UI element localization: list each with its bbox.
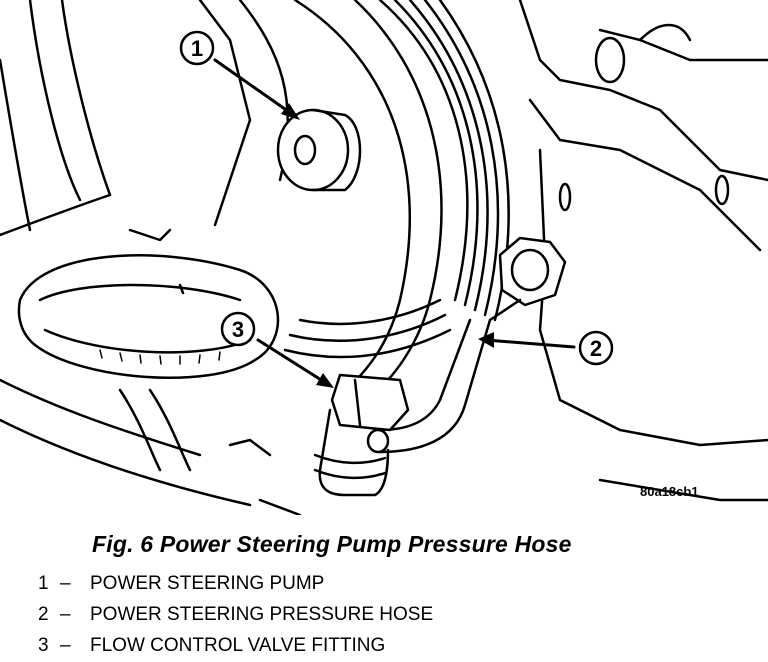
figure-code: 80a18cb1 <box>640 484 699 499</box>
leader-3 <box>256 338 328 385</box>
legend-number: 2 <box>38 604 49 625</box>
legend-number: 1 <box>38 573 49 594</box>
leader-arrows <box>213 58 576 385</box>
figure-caption: Fig. 6 Power Steering Pump Pressure Hose <box>92 531 572 557</box>
pulley-grooves <box>283 0 510 402</box>
bracket-bolt <box>498 236 567 307</box>
legend-label: POWER STEERING PRESSURE HOSE <box>90 604 434 625</box>
legend-number: 3 <box>38 635 49 656</box>
legend-label: FLOW CONTROL VALVE FITTING <box>90 635 386 656</box>
legend-dash: – <box>60 635 71 656</box>
pump-diagram: 1 2 3 <box>0 0 768 515</box>
reservoir-oval <box>17 254 280 379</box>
legend-item: 1–POWER STEERING PUMP <box>38 568 433 599</box>
callout-2: 2 <box>578 330 614 366</box>
lower-housing <box>118 388 302 515</box>
legend-label: POWER STEERING PUMP <box>90 573 325 594</box>
callout-3-label: 3 <box>232 317 244 342</box>
leader-2 <box>484 338 576 349</box>
left-body-outline <box>0 0 290 507</box>
legend-list: 1–POWER STEERING PUMP 2–POWER STEERING P… <box>38 568 433 661</box>
legend-item: 2–POWER STEERING PRESSURE HOSE <box>38 599 433 630</box>
callout-2-label: 2 <box>590 336 602 361</box>
legend-item: 3–FLOW CONTROL VALVE FITTING <box>38 630 433 661</box>
arrowheads <box>281 103 494 388</box>
callout-1-label: 1 <box>191 36 203 61</box>
callout-3: 3 <box>220 311 256 347</box>
leader-1 <box>213 58 294 116</box>
callout-1: 1 <box>179 30 215 66</box>
legend-dash: – <box>60 604 71 625</box>
legend-dash: – <box>60 573 71 594</box>
flow-control-fitting <box>313 373 410 497</box>
pump-shaft <box>276 108 362 192</box>
